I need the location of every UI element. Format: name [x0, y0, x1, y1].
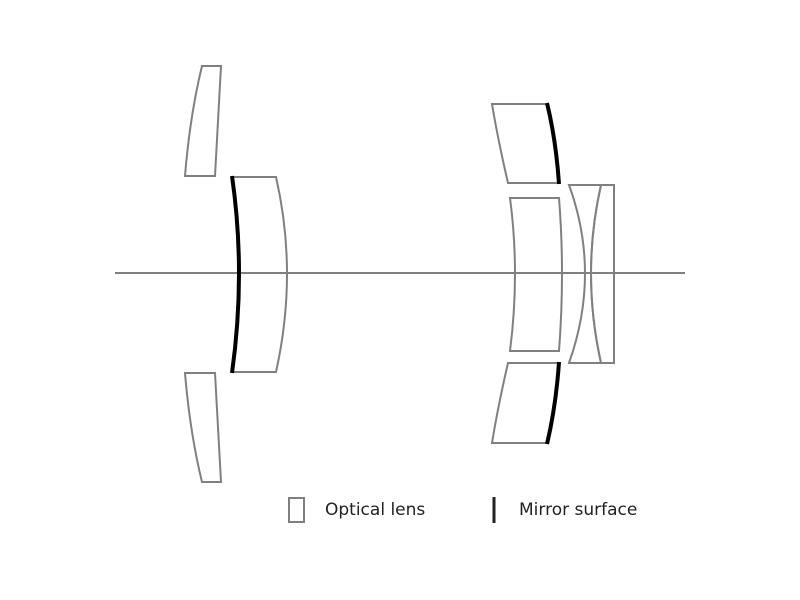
mirror-left-center — [230, 175, 241, 374]
legend-lens-symbol — [288, 497, 305, 523]
lens-left-bottom-wedge — [183, 372, 223, 483]
mirror-right-top — [545, 102, 561, 185]
lens-left-center — [231, 176, 288, 373]
lens-left-top-wedge — [183, 65, 223, 177]
lens-right-plano-concave — [590, 184, 615, 364]
legend-label-optical-lens: Optical lens — [325, 500, 426, 520]
mirror-right-bottom — [545, 361, 561, 445]
lens-right-middle — [508, 197, 563, 352]
legend-label-mirror-surface: Mirror surface — [519, 500, 638, 520]
